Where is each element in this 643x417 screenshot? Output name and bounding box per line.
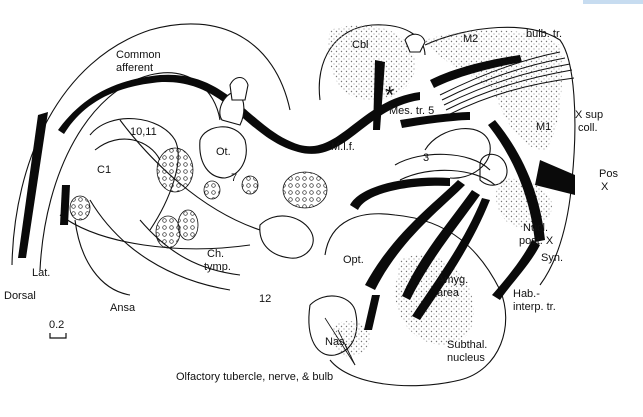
- label-3: 3: [423, 152, 429, 164]
- label-amyg: Amyg.: [437, 274, 468, 286]
- label-ansa: Ansa: [110, 302, 136, 314]
- label-x-sup: X sup: [575, 109, 603, 121]
- label-syn: Syn.: [541, 252, 563, 264]
- label-post-x: post. X: [519, 235, 554, 247]
- label-common: Common: [116, 49, 161, 61]
- label-mlf: M.l.f.: [331, 141, 355, 153]
- bulbar-tract-lines: [439, 51, 575, 116]
- label-tymp: tymp.: [204, 261, 231, 273]
- label-ot: Ot.: [216, 146, 231, 158]
- label-ch: Ch.: [207, 248, 224, 260]
- label-subthal: Subthal.: [447, 339, 487, 351]
- label-area: area: [437, 287, 460, 299]
- label-scale: 0.2: [49, 319, 64, 331]
- label-pos: Pos: [599, 168, 618, 180]
- label-10-11: 10,11: [130, 126, 157, 138]
- label-opt: Opt.: [343, 254, 364, 266]
- label-olfactory: Olfactory tubercle, nerve, & bulb: [176, 371, 333, 383]
- label-c1: C1: [97, 164, 111, 176]
- label-m1: M1: [536, 121, 551, 133]
- leader-lines: [324, 317, 356, 366]
- label-cbl: Cbl: [352, 39, 369, 51]
- label-interp-tr: interp. tr.: [513, 301, 556, 313]
- scale-bar: [49, 333, 67, 339]
- label-nas: Nas.: [325, 336, 348, 348]
- window-accent-bar: [583, 0, 643, 4]
- label-mes-tr5: Mes. tr. 5: [389, 105, 434, 117]
- label-dorsal: Dorsal: [4, 290, 36, 302]
- label-7: 7: [231, 172, 237, 184]
- otic-ganglia: [219, 33, 426, 259]
- label-pos-x: X: [601, 181, 609, 193]
- label-nucl: Nucl.: [523, 222, 548, 234]
- label-12: 12: [259, 293, 271, 305]
- nuclei-clusters: [69, 147, 328, 249]
- label-afferent: afferent: [116, 62, 153, 74]
- label-m2: M2: [463, 33, 478, 45]
- label-lat: Lat.: [32, 267, 50, 279]
- label-coll: coll.: [578, 122, 598, 134]
- label-asterisk: *: [385, 82, 394, 109]
- diagram-labels: Common afferent Cbl M2 bulb. tr. * Mes. …: [4, 28, 618, 383]
- label-bulb-tr: bulb. tr.: [526, 28, 562, 40]
- label-nucleus: nucleus: [447, 352, 485, 364]
- label-hab: Hab.-: [513, 288, 540, 300]
